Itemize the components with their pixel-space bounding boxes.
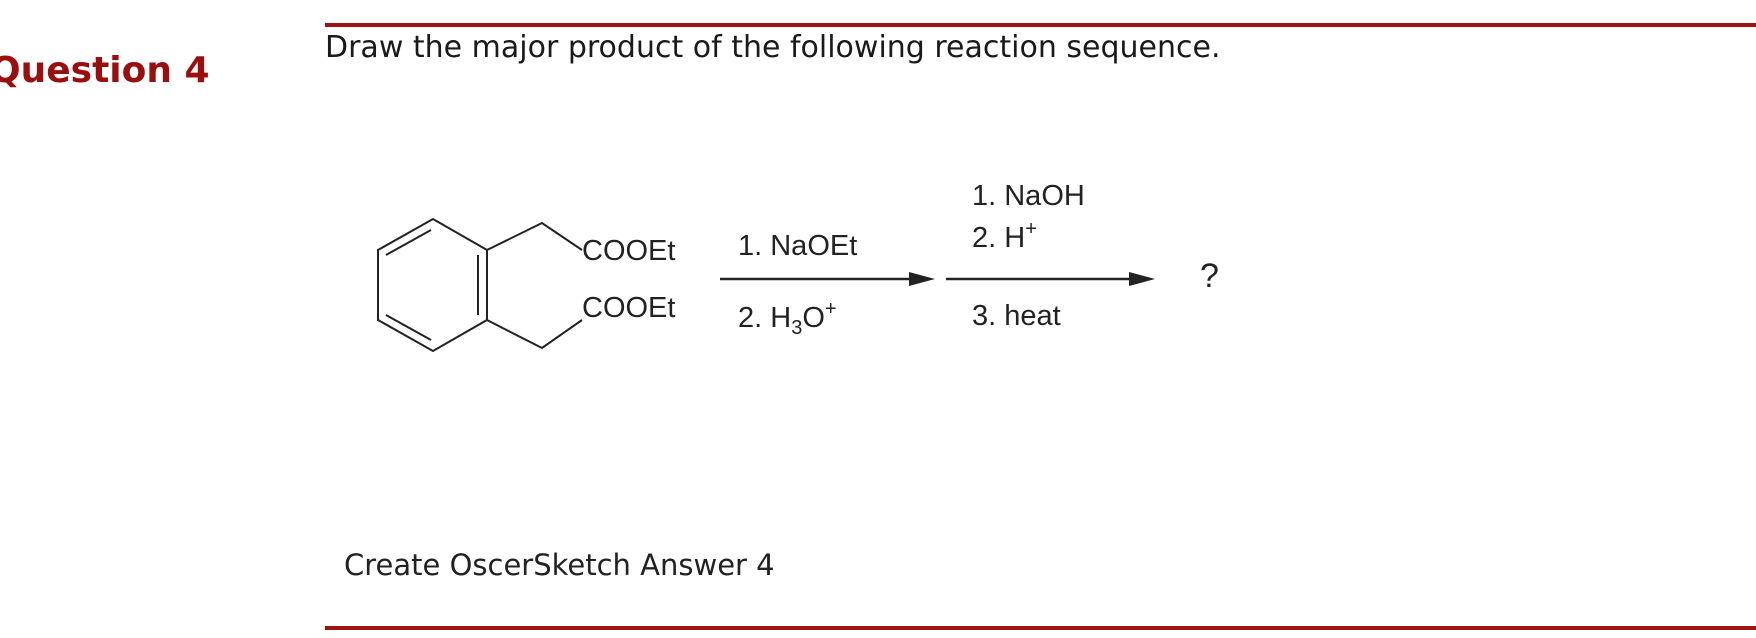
bottom-divider [325, 626, 1756, 630]
step1-reagent-2: 2. H3O+ [738, 298, 837, 339]
step2-reagent-2: 2. H+ [972, 218, 1037, 254]
question-prompt: Draw the major product of the following … [325, 30, 1221, 65]
reaction-arrow-1 [720, 272, 935, 286]
reaction-scheme: COOEt COOEt 1. NaOEt 2. H3O+ 1. NaOH 2. … [360, 175, 1240, 375]
step2-reagent-1: 1. NaOH [972, 180, 1085, 212]
ester-group-lower: COOEt [582, 292, 675, 324]
ester-group-upper: COOEt [582, 235, 675, 267]
top-divider [325, 23, 1756, 27]
lower-side-chain [486, 319, 583, 350]
question-number: Question 4 [0, 50, 210, 91]
reaction-scheme-drawing: COOEt COOEt 1. NaOEt 2. H3O+ 1. NaOH 2. … [377, 180, 1219, 353]
benzene-ring [377, 217, 488, 353]
step2-reagent-3: 3. heat [972, 300, 1061, 332]
step1-reagent-1: 1. NaOEt [738, 230, 857, 262]
reaction-arrow-2 [946, 272, 1155, 286]
upper-side-chain [486, 221, 583, 251]
product-placeholder: ? [1200, 257, 1219, 295]
create-sketch-answer-button[interactable]: Create OscerSketch Answer 4 [344, 548, 775, 582]
